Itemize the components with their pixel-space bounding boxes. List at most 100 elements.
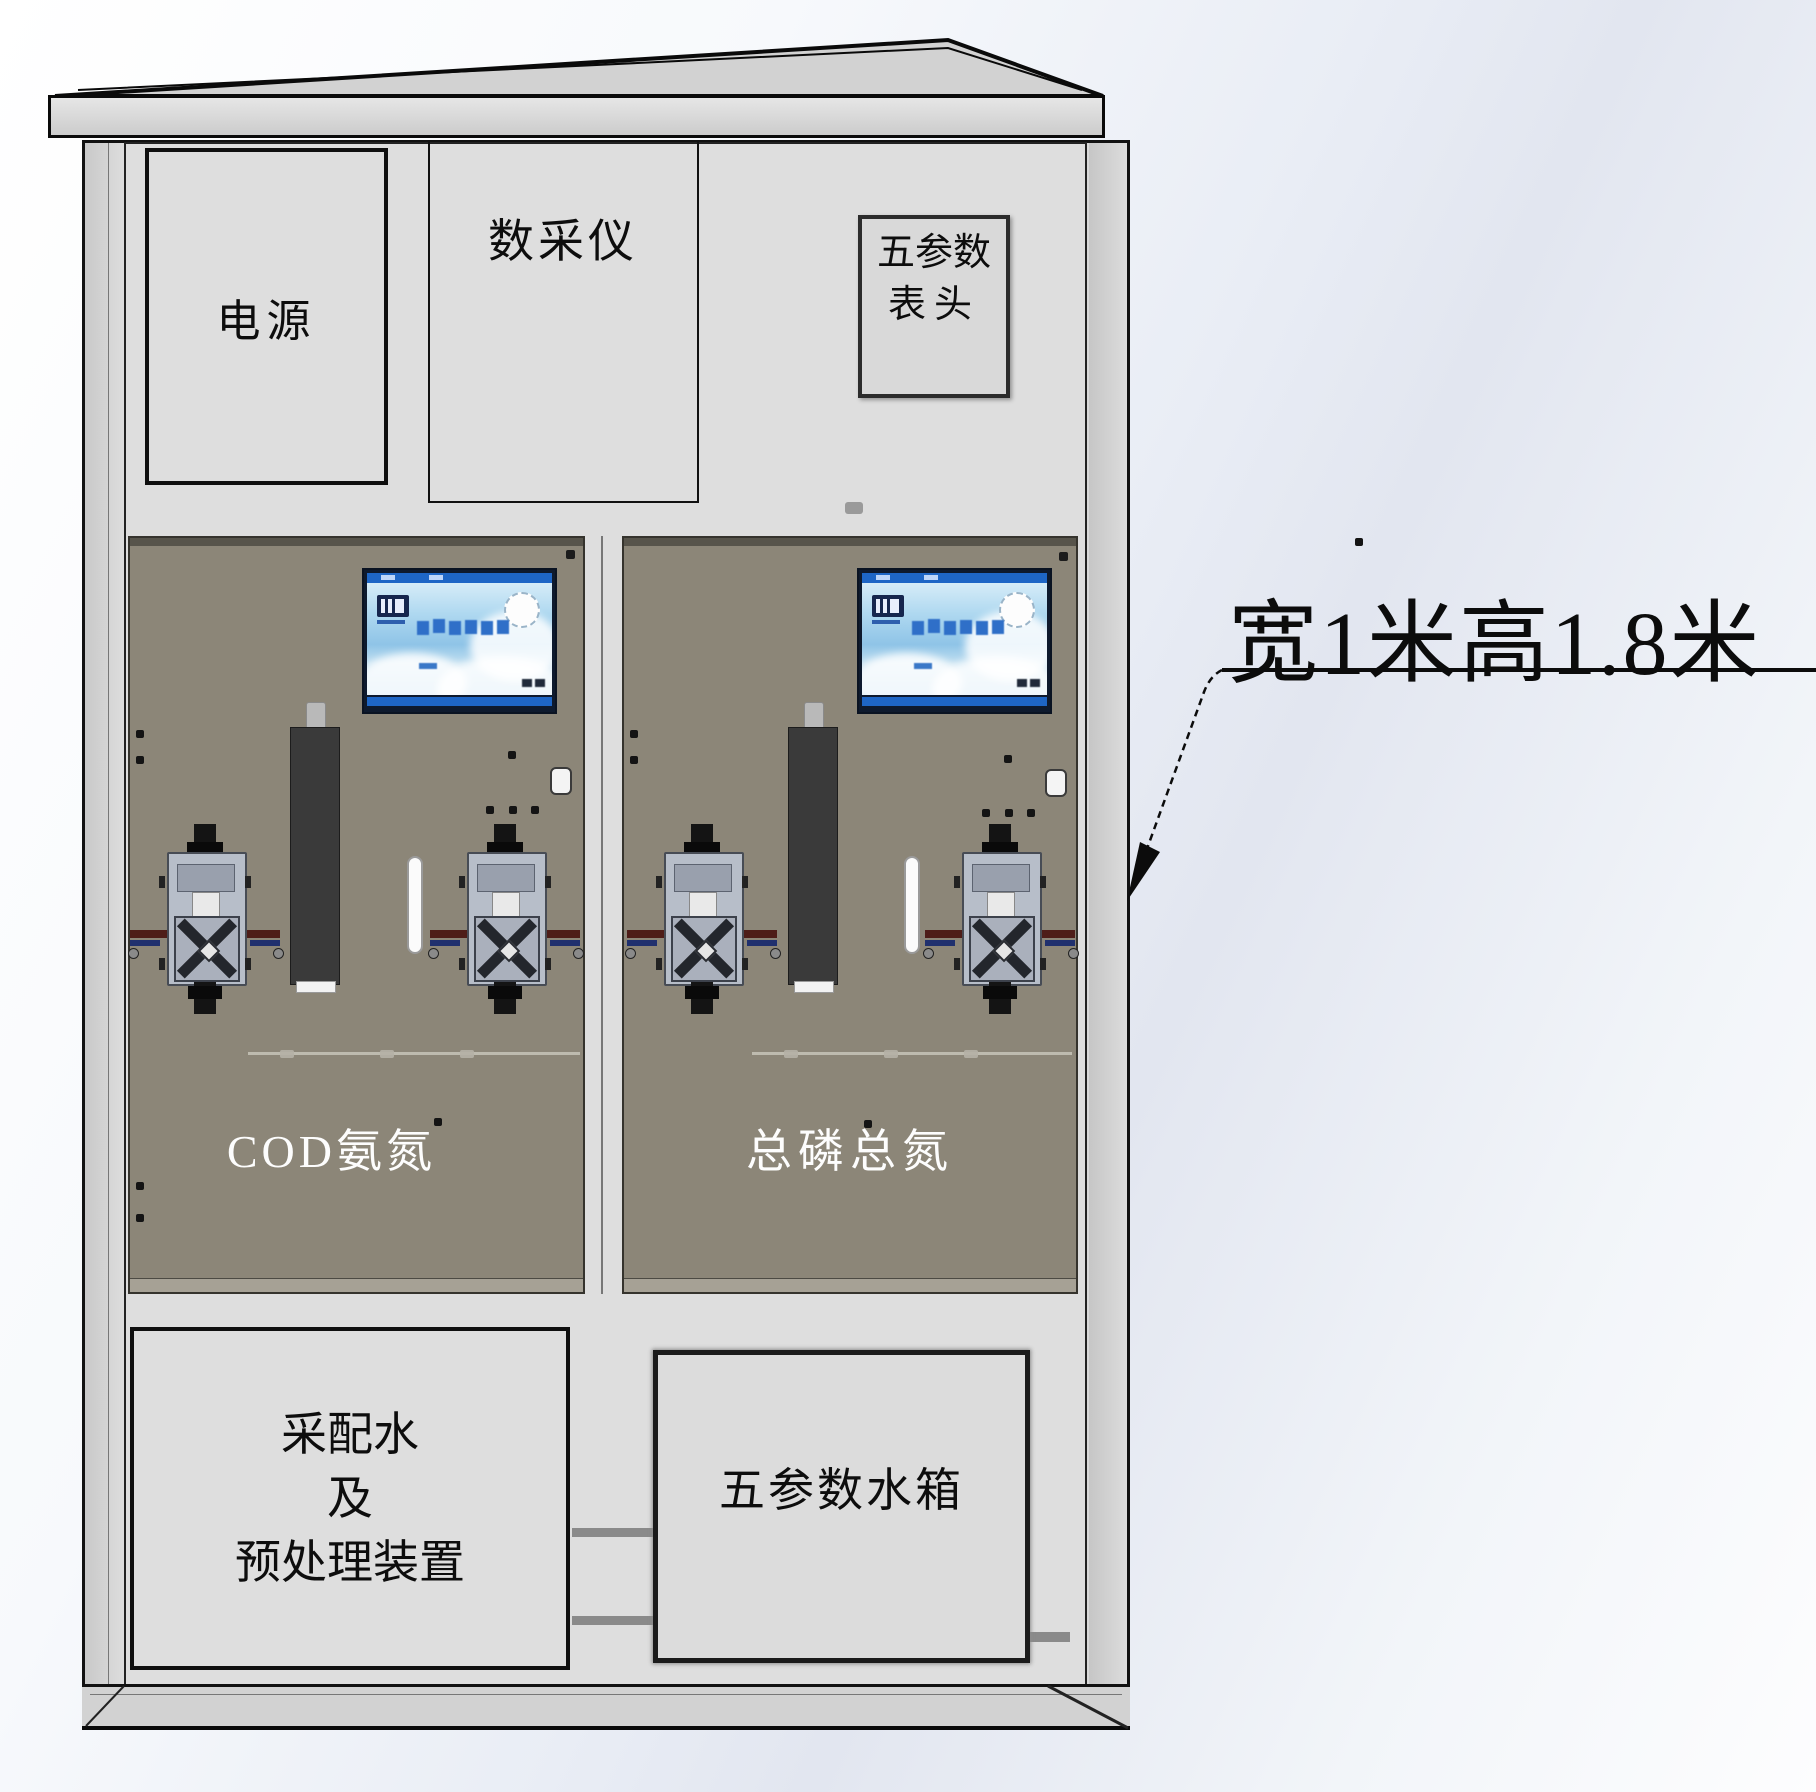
screen-logo-text-blur (377, 620, 405, 624)
tp-tn-label: 总磷总氮 (746, 1126, 954, 1177)
pipe-connector (572, 1528, 656, 1537)
screw-dot (630, 730, 638, 738)
screw-dot (630, 756, 638, 764)
five-param-meter-line2: 表头 (887, 284, 980, 326)
screen-title-glyph (960, 620, 972, 634)
panel-bottom-rail (624, 1278, 1076, 1292)
valve-assembly (428, 824, 584, 1020)
panel-bottom-rail (130, 1278, 583, 1292)
screen-body (367, 583, 552, 695)
sample-tube (407, 856, 423, 954)
screen-title-glyph (928, 619, 940, 633)
screen-title-glyph (912, 621, 924, 635)
screw-dot (1005, 809, 1013, 817)
screen-menu-blur (419, 663, 437, 669)
screw-dot (136, 1182, 144, 1190)
cabinet-base (82, 1684, 1130, 1730)
screw-dot (508, 751, 516, 759)
power-compartment: 电源 (145, 148, 388, 485)
pretreatment-box: 采配水 及 预处理装置 (130, 1327, 570, 1670)
screen-titlebar (862, 573, 1047, 583)
panel-top-rail (624, 538, 1076, 546)
screen-menu-blur (914, 663, 932, 669)
tube-fitting (964, 1050, 978, 1058)
reaction-column-cod (290, 727, 340, 985)
screw-dot (531, 806, 539, 814)
screen-clock-icon (999, 592, 1035, 628)
cod-ammonia-label: COD氨氮 (226, 1126, 436, 1177)
screw-dot (1004, 755, 1012, 763)
tubing-run (752, 1052, 1072, 1055)
base-seam (90, 1694, 1122, 1695)
screen-body (862, 583, 1047, 695)
tube-fitting (884, 1050, 898, 1058)
tube-fitting (784, 1050, 798, 1058)
screen-title-glyph (497, 620, 509, 634)
pretreatment-line1: 采配水 (281, 1408, 419, 1460)
valve-mechanism (969, 916, 1035, 982)
pretreatment-line3: 预处理装置 (235, 1536, 465, 1588)
valve-assembly (923, 824, 1079, 1020)
tube-fitting (280, 1050, 294, 1058)
roof-fascia (48, 95, 1105, 138)
screen-corner-text-blur (535, 679, 545, 687)
tube-fitting (460, 1050, 474, 1058)
screw-dot (982, 809, 990, 817)
screen-title-glyph (417, 621, 429, 635)
dimension-annotation: 宽1米高1.8米 (1228, 595, 1762, 694)
column-foot (296, 981, 336, 993)
valve-assembly (625, 824, 781, 1020)
analyzer-screen-cod (362, 568, 557, 714)
screw-dot (434, 1118, 442, 1126)
divider-power-datalogger (428, 142, 430, 503)
screen-corner-text-blur (522, 679, 532, 687)
datalogger-compartment-bottom (428, 501, 699, 503)
reaction-column-tptn (788, 727, 838, 985)
valve-assembly (128, 824, 284, 1020)
screen-corner-text-blur (1030, 679, 1040, 687)
pretreatment-line2: 及 (327, 1472, 373, 1524)
roof (54, 37, 1104, 98)
pipe-connector (1028, 1632, 1070, 1642)
tube-fitting (380, 1050, 394, 1058)
valve-mechanism (474, 916, 540, 982)
tubing-run (248, 1052, 580, 1055)
screen-bottombar (862, 697, 1047, 706)
vent-plug (845, 502, 863, 514)
column-foot (794, 981, 834, 993)
sample-tube (904, 856, 920, 954)
screw-dot (509, 806, 517, 814)
screen-corner-text-blur (1017, 679, 1027, 687)
screw-dot (1027, 809, 1035, 817)
five-param-meter-box: 五参数 表头 (858, 215, 1010, 398)
corner-screw (566, 550, 575, 559)
power-label: 电源 (216, 296, 317, 346)
valve-mechanism (174, 916, 240, 982)
five-param-tank-box: 五参数水箱 (653, 1350, 1030, 1663)
screen-title-glyph (976, 621, 988, 635)
five-param-tank-label: 五参数水箱 (719, 1464, 964, 1516)
panel-button (550, 767, 572, 795)
pipe-connector (572, 1616, 656, 1625)
datalogger-label: 数采仪 (488, 216, 638, 267)
screw-dot (136, 756, 144, 764)
screw-dot (486, 806, 494, 814)
screen-logo-text-blur (872, 620, 900, 624)
screen-title-glyph (481, 621, 493, 635)
cabinet-left-wall (85, 143, 124, 1685)
screen-title-glyph (944, 621, 956, 635)
five-param-meter-line1: 五参数 (876, 232, 991, 274)
center-mullion (601, 536, 603, 1294)
screen-bottombar (367, 697, 552, 706)
analyzer-screen-tptn (857, 568, 1052, 714)
leader-line (1130, 668, 1223, 891)
corner-screw (1059, 552, 1068, 561)
screen-titlebar (367, 573, 552, 583)
screen-clock-icon (504, 592, 540, 628)
screen-logo-icon (377, 595, 409, 617)
screw-dot (136, 730, 144, 738)
screw-dot (864, 1120, 872, 1128)
arrow-head-icon (1127, 842, 1160, 901)
cabinet-right-wall (1089, 143, 1127, 1685)
screen-title-glyph (992, 620, 1004, 634)
